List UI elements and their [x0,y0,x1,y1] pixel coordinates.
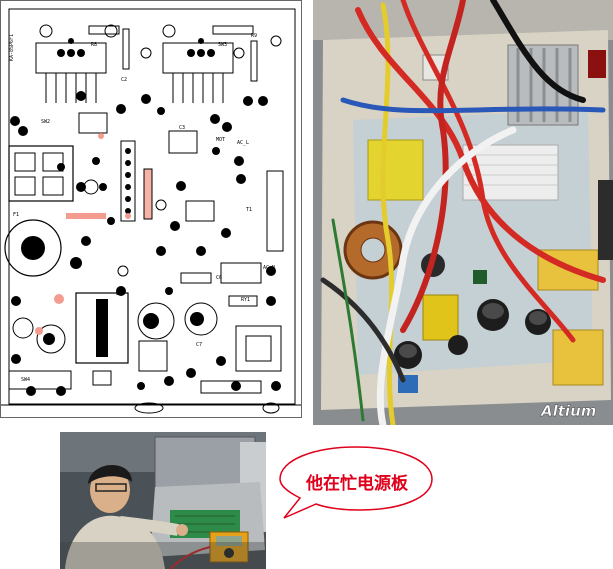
pcb-c6-label: C6 [216,275,222,281]
pcb-ac-l-label: AC_L [237,140,249,146]
pcb-sw2-label: SW2 [41,119,50,125]
pcb-board-id-label: KA-8SP6F1 [9,34,15,61]
altium-watermark: Altium [540,402,596,420]
pcb-l1-label: L1 [116,291,122,297]
pcb-silkscreen-layout: KA-8SP6F1 SW2 R8 SW3 R9 C2 C3 C6 C7 L1 T… [0,0,302,418]
workbench-photo-drawing [60,432,266,569]
pcb-sw3-label: SW3 [218,42,227,48]
pcb-r8-label: R8 [91,42,97,48]
speech-bubble-shape [279,446,433,519]
pcb-sw1-label: SW1 [11,357,20,363]
pcb-fuse-label: F1 [13,212,19,218]
pcb-c3-label: C3 [179,125,185,131]
pcb-silkscreen-drawing: KA-8SP6F1 SW2 R8 SW3 R9 C2 C3 C6 C7 L1 T… [1,8,301,414]
pcb-sw4-label: SW4 [21,377,30,383]
speech-bubble-text: 他在忙电源板 [306,474,408,494]
pcb-motor-label: MOT [216,137,225,143]
pcb-t1-label: T1 [246,207,252,213]
pcb-photo-drawing: Altium [313,0,613,425]
speech-bubble: 他在忙电源板 [272,442,440,522]
pcb-c2-label: C2 [121,77,127,83]
pcb-assembled-photo: Altium [313,0,613,425]
pcb-r9-label: R9 [251,33,257,39]
pcb-relay-label: RY1 [241,297,250,303]
technician-workbench-photo [60,432,266,569]
pcb-ac-n-label: AC_N [263,265,275,271]
pcb-c7-label: C7 [196,342,202,348]
